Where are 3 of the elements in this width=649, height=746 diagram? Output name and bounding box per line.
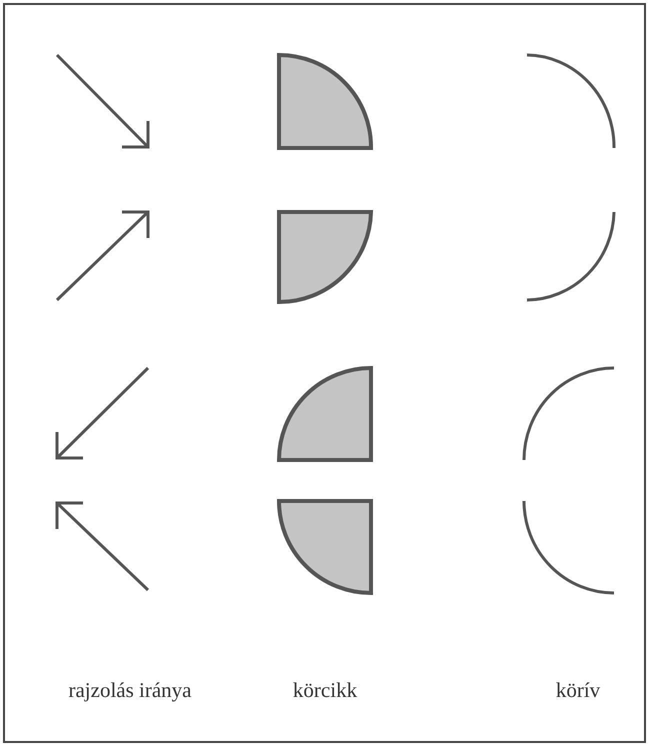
- caption-text: körcikk: [292, 677, 358, 704]
- caption-text: rajzolás iránya: [68, 677, 192, 704]
- caption-text: körív: [556, 677, 600, 704]
